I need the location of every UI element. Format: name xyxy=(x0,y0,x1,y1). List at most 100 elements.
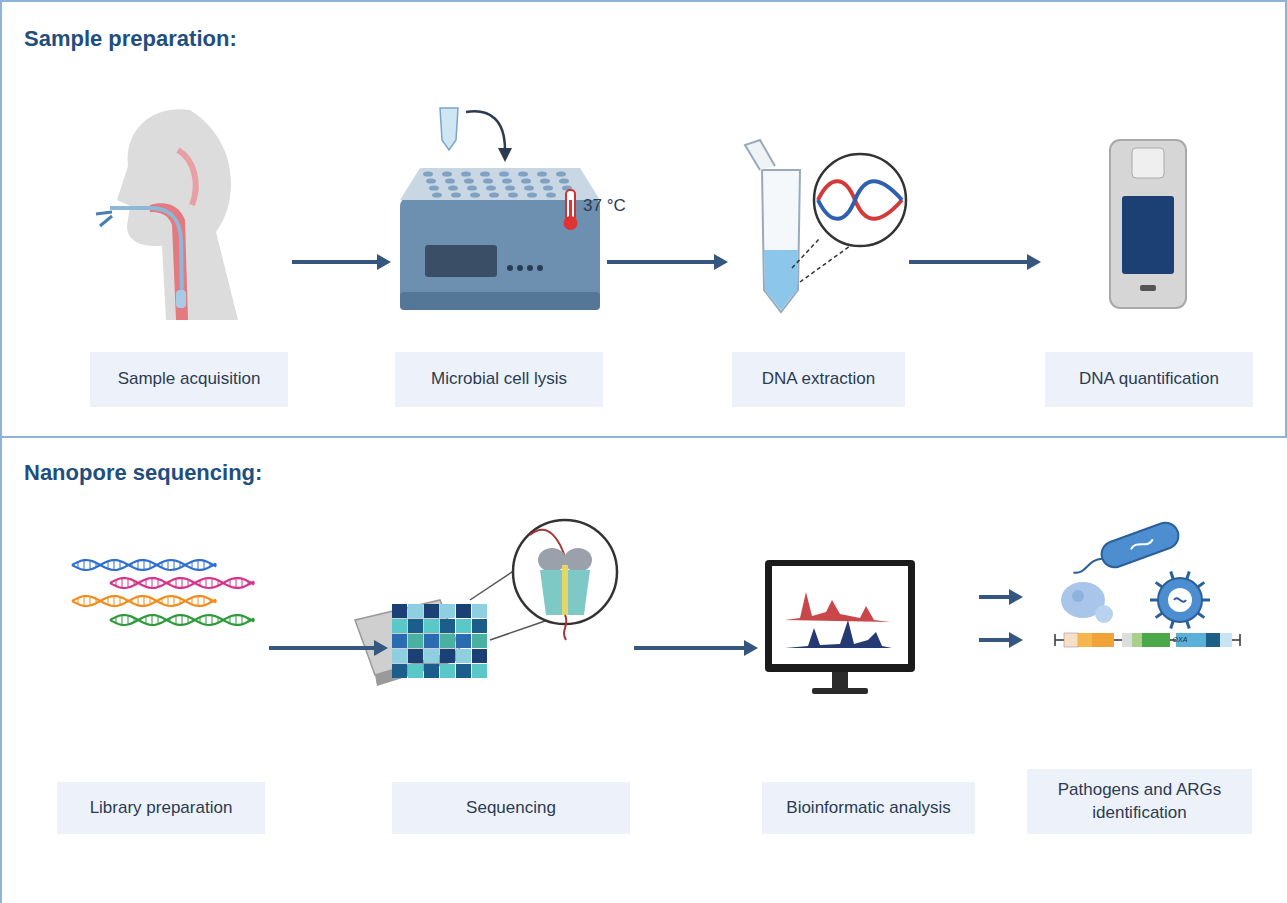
flow-cell-pore xyxy=(456,619,471,633)
base-pair xyxy=(204,561,205,570)
well xyxy=(442,171,452,176)
base-pair xyxy=(182,578,183,588)
flow-cell-pore xyxy=(472,649,487,663)
flow-cell-pore xyxy=(472,619,487,633)
flow-cell-pore xyxy=(440,634,455,648)
well xyxy=(423,171,433,176)
well xyxy=(470,192,480,197)
arrow-shaft xyxy=(269,646,376,650)
process-step: DNA extraction xyxy=(732,97,905,407)
base-pair xyxy=(84,596,85,606)
arrow-head xyxy=(744,640,758,656)
well xyxy=(543,185,553,190)
base-pair xyxy=(122,578,123,588)
panel-heading: Nanopore sequencing: xyxy=(24,460,262,486)
flow-cell-pore xyxy=(440,619,455,633)
well xyxy=(556,171,566,176)
well xyxy=(521,178,531,183)
flow-arrow xyxy=(269,640,388,656)
fluorometer xyxy=(1110,140,1186,308)
flow-cell-pore xyxy=(424,664,439,678)
step-label: Bioinformatic analysis xyxy=(786,797,950,819)
panel-section: Sample preparation:Sample acquisitionMic… xyxy=(0,0,1287,438)
arrow-head xyxy=(374,640,388,656)
step-label: Sequencing xyxy=(466,797,556,819)
well xyxy=(426,178,436,183)
base-pair xyxy=(198,560,199,570)
arrow-shaft xyxy=(607,260,716,264)
well xyxy=(508,192,518,197)
step-label-box: Sample acquisition xyxy=(90,352,288,407)
flow-cell-pore xyxy=(408,604,423,618)
patient-head xyxy=(96,109,238,320)
process-step: Microbial cell lysis xyxy=(395,97,603,407)
flow-arrow xyxy=(979,589,1023,605)
base-pair xyxy=(122,615,123,625)
flow-cell-pore xyxy=(472,664,487,678)
step-label: Pathogens and ARGs identification xyxy=(1035,779,1244,823)
base-pair xyxy=(114,596,115,606)
virus-spike xyxy=(1198,613,1204,618)
dna-strand xyxy=(72,596,216,606)
flow-cell-pore xyxy=(440,649,455,663)
flow-cell-pore xyxy=(456,634,471,648)
flow-cell-pore xyxy=(392,604,407,618)
base-pair xyxy=(176,579,177,588)
well xyxy=(467,185,477,190)
well xyxy=(445,178,455,183)
dna-strand xyxy=(110,615,254,625)
well xyxy=(451,192,461,197)
arrow-head xyxy=(1027,254,1041,270)
base-pair xyxy=(212,615,213,624)
step-label-box: Bioinformatic analysis xyxy=(762,782,975,834)
flow-cell-pore xyxy=(408,634,423,648)
flow-arrow xyxy=(634,640,758,656)
base-pair xyxy=(182,615,183,625)
step-label-box: Library preparation xyxy=(57,782,265,834)
base-pair xyxy=(144,560,145,570)
virus-spike xyxy=(1156,582,1162,587)
base-pair xyxy=(242,616,243,625)
flow-arrow xyxy=(909,254,1041,270)
virus-spike xyxy=(1202,599,1210,602)
base-pair xyxy=(152,578,153,588)
virus-spike xyxy=(1171,571,1173,579)
well xyxy=(540,178,550,183)
flow-cell-pore xyxy=(408,649,423,663)
gene-cassette xyxy=(1055,633,1240,647)
step-label: Microbial cell lysis xyxy=(431,368,567,390)
base-pair xyxy=(90,596,91,605)
step-label-box: DNA quantification xyxy=(1045,352,1253,407)
dna-strand xyxy=(110,615,254,625)
gene-label: OXA xyxy=(1173,636,1188,643)
step-label: DNA quantification xyxy=(1079,368,1219,390)
base-pair xyxy=(152,615,153,625)
computer-monitor xyxy=(765,560,915,694)
base-pair xyxy=(236,615,237,625)
step-label: Sample acquisition xyxy=(118,368,261,390)
base-pair xyxy=(138,597,139,606)
base-pair xyxy=(212,578,213,587)
process-step: Library preparation xyxy=(57,554,265,834)
well xyxy=(448,185,458,190)
flow-arrow xyxy=(607,254,728,270)
base-pair xyxy=(168,596,169,605)
flow-cell-pore xyxy=(424,634,439,648)
dna-strand xyxy=(110,578,254,588)
step-label: DNA extraction xyxy=(762,368,875,390)
flow-cell-pore xyxy=(392,649,407,663)
arrow-shaft xyxy=(979,595,1011,599)
virus-spike xyxy=(1198,582,1204,587)
temperature-label: 37 °C xyxy=(583,196,626,216)
dna-strand xyxy=(72,596,216,606)
arrow-head xyxy=(714,254,728,270)
flow-cell-pore xyxy=(440,604,455,618)
well xyxy=(489,192,499,197)
well xyxy=(537,171,547,176)
flow-arrow xyxy=(292,254,391,270)
well xyxy=(432,192,442,197)
well xyxy=(486,185,496,190)
dna-strand xyxy=(110,578,254,588)
base-pair xyxy=(84,560,85,570)
